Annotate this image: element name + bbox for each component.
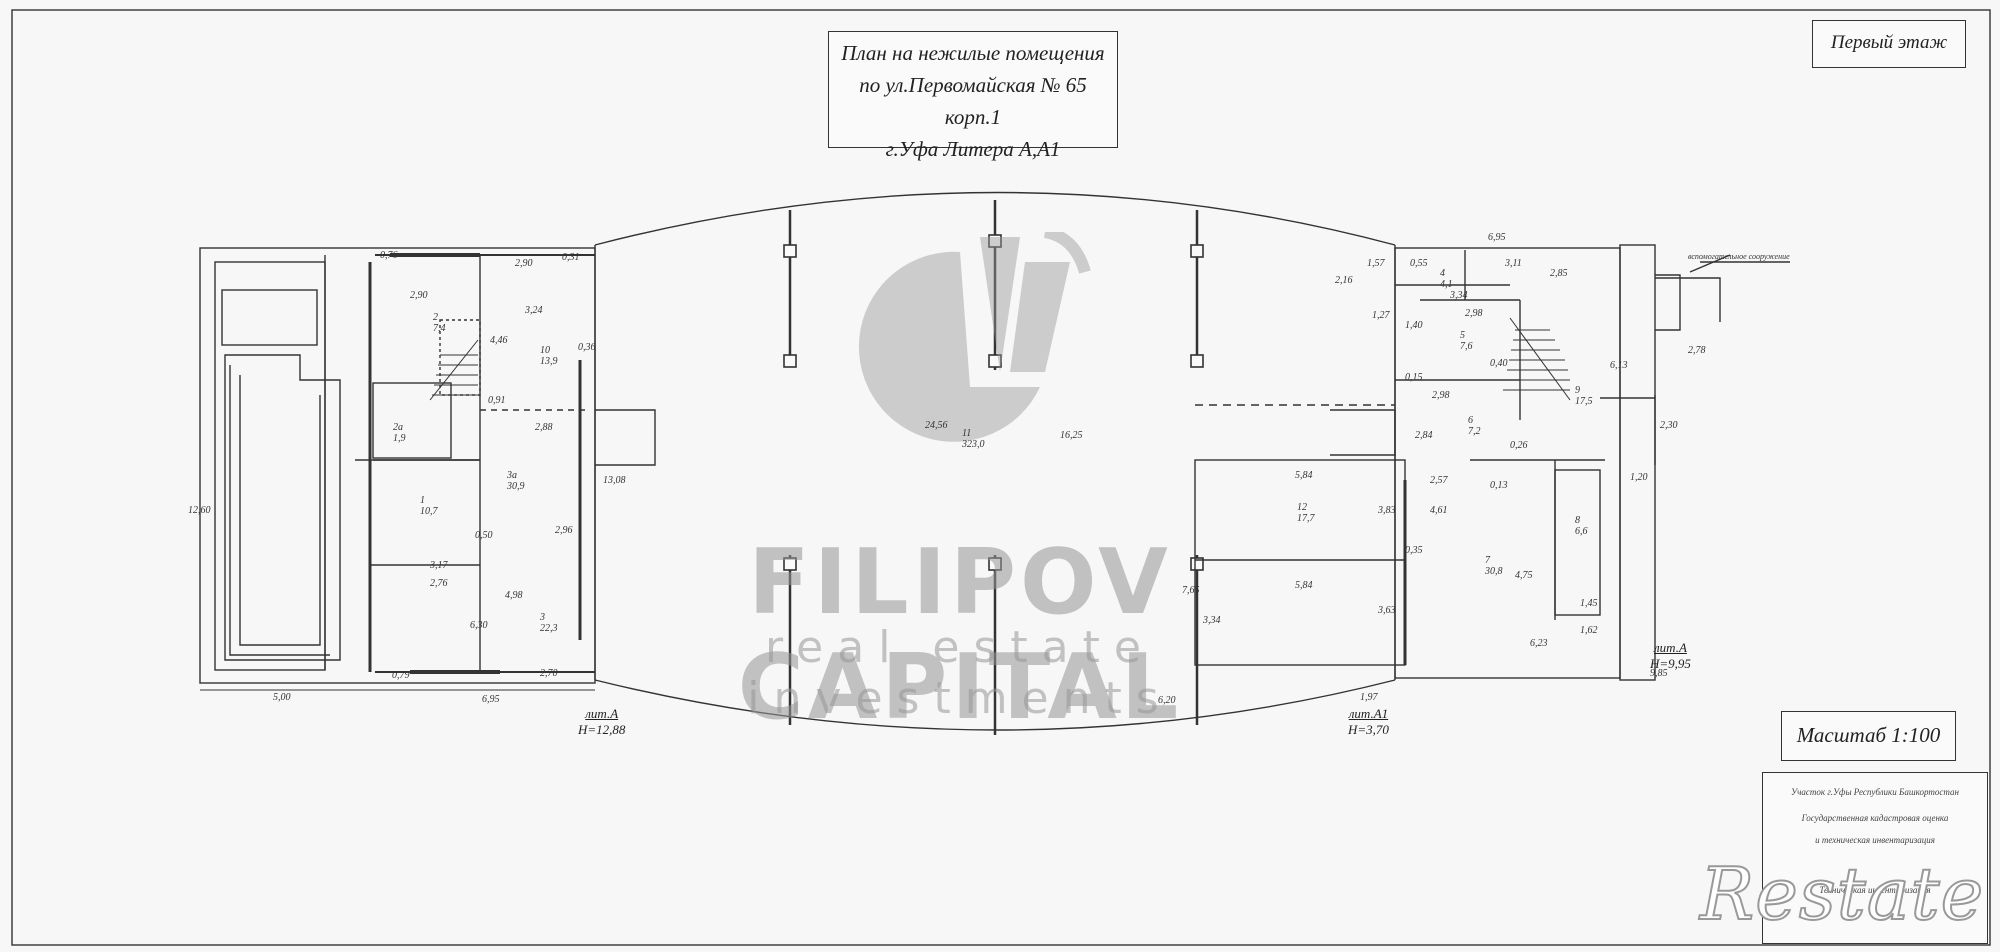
dimension-label: 0,26 (1510, 440, 1528, 451)
dimension-label: 2,70 (540, 668, 558, 679)
right-block-outline (1394, 247, 1621, 679)
dimension-label: 6,30 (470, 620, 488, 631)
dimension-label: 2,90 (410, 290, 428, 301)
dimension-label: 2,16 (1335, 275, 1353, 286)
dimension-label: 0,36 (578, 342, 596, 353)
floor-label: Первый этаж (1812, 20, 1966, 68)
stamp-line: Техническая инвентаризация (1819, 885, 1931, 895)
dimension-label: 2,84 (1415, 430, 1433, 441)
dimension-label: 6,95 (1488, 232, 1506, 243)
dimension-label: 6,20 (1158, 695, 1176, 706)
dimension-label: 2,90 (515, 258, 533, 269)
plan-title-box: План на нежилые помещения по ул.Первомай… (828, 31, 1118, 161)
dimension-label: 2,78 (1688, 345, 1706, 356)
dimension-label: 5,84 (1295, 580, 1313, 591)
dimension-label: 0,55 (1410, 258, 1428, 269)
hall-columns (788, 200, 1199, 735)
dimension-label: 2,96 (555, 525, 573, 536)
dimension-label: 9,85 (1650, 668, 1668, 679)
scale-label: Масштаб 1:100 (1781, 711, 1956, 761)
dimension-label: 3,34 (1450, 290, 1468, 301)
dimension-label: 7,65 (1182, 585, 1200, 596)
dimension-label: 1,57 (1367, 258, 1385, 269)
inventory-stamp: Участок г.Уфы Республики Башкортостан Го… (1762, 772, 1988, 944)
dimension-label: 6,23 (1530, 638, 1548, 649)
dimension-label: 24,56 (925, 420, 948, 431)
dimension-label: 0,50 (475, 530, 493, 541)
dimension-label: 3,63 (1378, 605, 1396, 616)
plan-title-line: План на нежилые помещения (841, 41, 1105, 65)
watermark-tagline: real estate investments (747, 622, 1173, 724)
annex-note: вспомогательное сооружение (1688, 252, 1790, 261)
dimension-label: 0,40 (1490, 358, 1508, 369)
dimension-label: 2,30 (1660, 420, 1678, 431)
dimension-label: 3,11 (1505, 258, 1522, 269)
dimension-label: 2,76 (430, 578, 448, 589)
dimension-label: 3,24 (525, 305, 543, 316)
hall-top-arc (594, 191, 1396, 246)
dimension-label: 12,60 (188, 505, 211, 516)
dimension-label: 0,15 (1405, 372, 1423, 383)
dimension-label: 0,35 (1405, 545, 1423, 556)
dimension-label: 3,83 (1378, 505, 1396, 516)
restate-watermark: Restate (1699, 851, 1985, 937)
filipov-capital-logo (858, 232, 1091, 442)
dimension-label: 1,40 (1405, 320, 1423, 331)
watermark-company-name: FILIPOV CAPITAL (737, 530, 1183, 740)
dimension-label: 2,85 (1550, 268, 1568, 279)
dimension-label: 4,46 (490, 335, 508, 346)
dimension-label: 5,84 (1295, 470, 1313, 481)
stamp-line: и техническая инвентаризация (1815, 835, 1935, 845)
dimension-label: 0,76 (380, 250, 398, 261)
stamp-line: Участок г.Уфы Республики Башкортостан (1791, 787, 1959, 797)
dimension-label: 13,08 (603, 475, 626, 486)
dimension-label: 16,25 (1060, 430, 1083, 441)
dimension-label: 1,97 (1360, 692, 1378, 703)
dimension-label: 1,45 (1580, 598, 1598, 609)
dimension-label: 2,57 (1430, 475, 1448, 486)
dimension-label: 2,88 (535, 422, 553, 433)
dimension-label: 5,00 (273, 692, 291, 703)
dimension-label: 4,61 (1430, 505, 1448, 516)
dimension-label: 4,75 (1515, 570, 1533, 581)
dimension-label: 2,98 (1432, 390, 1450, 401)
dimension-label: 1,20 (1630, 472, 1648, 483)
stamp-line: Государственная кадастровая оценка (1801, 813, 1949, 823)
plan-title-line: г.Уфа Литера А,А1 (885, 137, 1061, 161)
dimension-label: 6,13 (1610, 360, 1628, 371)
dimension-label: 0,91 (488, 395, 506, 406)
dimension-label: 1,27 (1372, 310, 1390, 321)
dimension-label: 3,17 (430, 560, 448, 571)
dimension-label: 0,79 (392, 670, 410, 681)
dimension-label: 3,34 (1203, 615, 1221, 626)
plan-title-line: по ул.Первомайская № 65 корп.1 (859, 73, 1087, 129)
dimension-label: 4,98 (505, 590, 523, 601)
dimension-label: 1,62 (1580, 625, 1598, 636)
hall-bottom-arc (594, 679, 1396, 731)
dimension-label: 0,13 (1490, 480, 1508, 491)
dimension-label: 0,31 (562, 252, 580, 263)
dimension-label: 6,95 (482, 694, 500, 705)
drawing-frame (11, 9, 1991, 946)
dimension-label: 2,98 (1465, 308, 1483, 319)
